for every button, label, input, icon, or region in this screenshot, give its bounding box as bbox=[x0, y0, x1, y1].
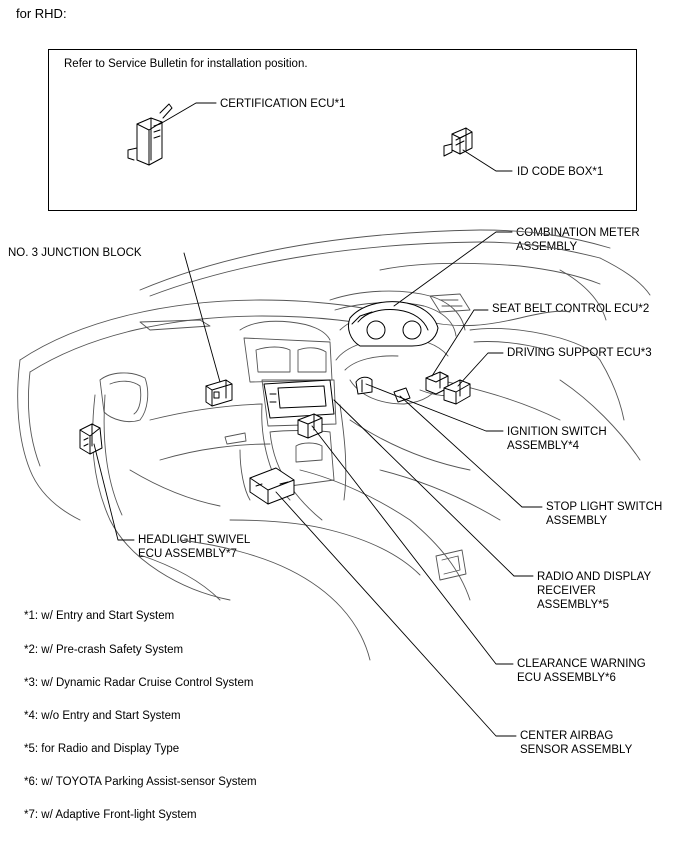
radio-display-receiver-part bbox=[263, 379, 335, 419]
label-stop-light-switch-2: ASSEMBLY bbox=[546, 515, 608, 527]
label-center-airbag-1: CENTER AIRBAG bbox=[520, 730, 614, 742]
label-clearance-warning-1: CLEARANCE WARNING bbox=[517, 658, 646, 670]
label-driving-support-ecu: DRIVING SUPPORT ECU*3 bbox=[507, 347, 652, 359]
clearance-warning-ecu-part bbox=[297, 413, 323, 439]
label-id-code-box: ID CODE BOX*1 bbox=[517, 166, 604, 178]
label-clearance-warning-2: ECU ASSEMBLY*6 bbox=[517, 672, 616, 684]
label-radio-display-1: RADIO AND DISPLAY bbox=[537, 571, 652, 583]
footnote-4: *4: w/o Entry and Start System bbox=[24, 710, 181, 722]
label-stop-light-switch-1: STOP LIGHT SWITCH bbox=[546, 501, 663, 513]
label-certification-ecu: CERTIFICATION ECU*1 bbox=[220, 98, 346, 110]
combination-meter-part bbox=[347, 301, 439, 347]
label-ignition-switch-1: IGNITION SWITCH bbox=[507, 426, 607, 438]
footnote-7: *7: w/ Adaptive Front-light System bbox=[24, 809, 197, 821]
footnote-3: *3: w/ Dynamic Radar Cruise Control Syst… bbox=[24, 677, 254, 689]
footnote-5: *5: for Radio and Display Type bbox=[24, 743, 180, 755]
junction-block-part bbox=[205, 379, 233, 407]
footnote-6: *6: w/ TOYOTA Parking Assist-sensor Syst… bbox=[24, 776, 257, 788]
label-combination-meter-1: COMBINATION METER bbox=[516, 227, 640, 239]
label-ignition-switch-2: ASSEMBLY*4 bbox=[507, 440, 580, 452]
label-radio-display-2: RECEIVER bbox=[537, 585, 596, 597]
inset-box bbox=[48, 49, 637, 211]
headlight-swivel-ecu-part bbox=[79, 423, 103, 455]
ignition-switch-part bbox=[355, 376, 373, 395]
label-junction-block: NO. 3 JUNCTION BLOCK bbox=[8, 247, 142, 259]
inset-note: Refer to Service Bulletin for installati… bbox=[64, 58, 308, 70]
label-center-airbag-2: SENSOR ASSEMBLY bbox=[520, 744, 633, 756]
label-headlight-swivel-2: ECU ASSEMBLY*7 bbox=[138, 548, 237, 560]
page-heading: for RHD: bbox=[16, 6, 67, 21]
label-headlight-swivel-1: HEADLIGHT SWIVEL bbox=[138, 534, 251, 546]
id-code-box-part bbox=[443, 127, 473, 157]
footnote-2: *2: w/ Pre-crash Safety System bbox=[24, 644, 184, 656]
footnote-1: *1: w/ Entry and Start System bbox=[24, 610, 175, 622]
label-radio-display-3: ASSEMBLY*5 bbox=[537, 599, 610, 611]
center-airbag-sensor-part bbox=[249, 467, 295, 505]
label-seat-belt-ecu: SEAT BELT CONTROL ECU*2 bbox=[492, 303, 650, 315]
certification-ecu-part bbox=[127, 103, 173, 166]
driving-support-ecu-part bbox=[443, 379, 471, 405]
stop-light-switch-part bbox=[393, 387, 411, 403]
